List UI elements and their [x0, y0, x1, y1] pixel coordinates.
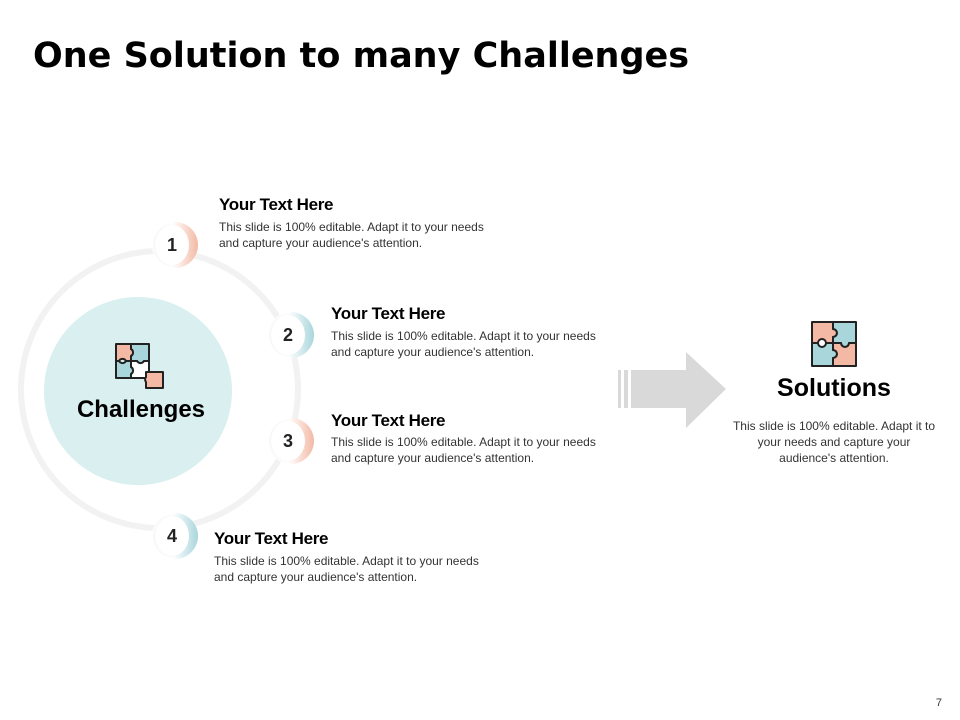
solutions-title: Solutions: [777, 374, 891, 402]
item-4-body: This slide is 100% editable. Adapt it to…: [214, 554, 479, 584]
badge-3: 3: [268, 418, 314, 464]
badge-disc: [155, 225, 189, 265]
badge-2: 2: [268, 312, 314, 358]
item-2-body: This slide is 100% editable. Adapt it to…: [331, 329, 596, 359]
item-4-heading: Your Text Here: [214, 529, 329, 548]
badge-number: 4: [166, 526, 177, 546]
puzzle-icon: [115, 343, 164, 389]
slide-title: One Solution to many Challenges: [33, 36, 690, 76]
badge-number: 2: [282, 325, 293, 345]
solutions-body: This slide is 100% editable. Adapt it to…: [732, 419, 936, 465]
item-3-heading: Your Text Here: [331, 411, 446, 430]
badge-disc: [271, 421, 305, 461]
item-1-heading: Your Text Here: [219, 195, 334, 214]
badge-number: 1: [166, 235, 177, 255]
badge-disc: [271, 315, 305, 355]
puzzle-icon: [811, 321, 857, 367]
item-2-heading: Your Text Here: [331, 304, 446, 323]
item-3-body: This slide is 100% editable. Adapt it to…: [331, 435, 596, 465]
badge-number: 3: [282, 431, 293, 451]
badge-disc: [155, 516, 189, 556]
challenges-circle: [44, 297, 232, 485]
arrow-right-icon: [618, 352, 726, 428]
badge-4: 4: [152, 513, 198, 559]
page-number: 7: [935, 697, 942, 709]
item-1-body: This slide is 100% editable. Adapt it to…: [219, 220, 484, 250]
challenges-label: Challenges: [76, 396, 206, 423]
badge-1: 1: [152, 222, 198, 268]
